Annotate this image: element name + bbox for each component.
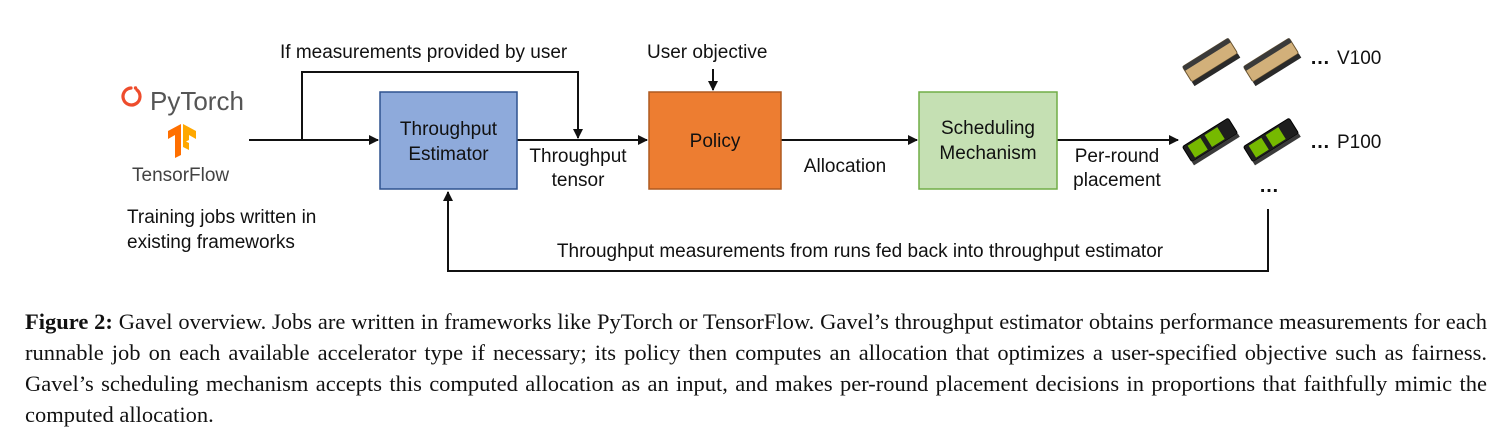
gavel-overview-diagram: PyTorch TensorFlow Training jobs written…	[121, 38, 1381, 272]
scheduling-mechanism-box: Scheduling Mechanism	[918, 91, 1058, 190]
frameworks-description-line2: existing frameworks	[127, 232, 295, 253]
measurements-provided-label: If measurements provided by user	[280, 42, 568, 63]
p100-gpu-icon-2	[1243, 118, 1301, 166]
pytorch-logo: PyTorch	[121, 86, 244, 116]
more-accelerators-ellipsis: …	[1259, 175, 1279, 197]
v100-gpu-icon-1	[1182, 38, 1241, 87]
p100-ellipsis: …	[1310, 131, 1330, 153]
p100-label: P100	[1337, 132, 1381, 153]
throughput-tensor-label-line2: tensor	[552, 170, 605, 191]
pytorch-icon	[121, 86, 142, 107]
throughput-tensor-label-line1: Throughput	[529, 146, 627, 167]
throughput-estimator-box: Throughput Estimator	[379, 91, 518, 190]
pytorch-label: PyTorch	[150, 86, 244, 116]
tensorflow-icon	[168, 124, 196, 158]
v100-ellipsis: …	[1310, 47, 1330, 69]
estimator-label-line2: Estimator	[408, 144, 489, 165]
policy-label: Policy	[690, 131, 741, 152]
arrow-feedback-loop	[443, 191, 1269, 272]
figure-caption: Figure 2: Gavel overview. Jobs are writt…	[25, 306, 1487, 430]
allocation-label: Allocation	[804, 156, 886, 177]
feedback-label: Throughput measurements from runs fed ba…	[557, 241, 1164, 262]
p100-gpu-icon-1	[1182, 118, 1240, 166]
user-objective-label: User objective	[647, 42, 767, 63]
frameworks-description-line1: Training jobs written in	[127, 207, 316, 228]
per-round-label-line1: Per-round	[1075, 146, 1160, 167]
mechanism-label-line2: Mechanism	[939, 143, 1036, 164]
mechanism-label-line1: Scheduling	[941, 118, 1035, 139]
tensorflow-label: TensorFlow	[132, 165, 229, 186]
v100-gpu-icon-2	[1243, 38, 1302, 87]
caption-text: Gavel overview. Jobs are written in fram…	[25, 309, 1487, 427]
tensorflow-logo: TensorFlow	[132, 124, 229, 186]
v100-label: V100	[1337, 48, 1381, 69]
estimator-label-line1: Throughput	[400, 119, 498, 140]
per-round-label-line2: placement	[1073, 170, 1161, 191]
policy-box: Policy	[648, 91, 782, 190]
caption-label: Figure 2:	[25, 309, 113, 334]
arrow-measurements-bypass	[301, 71, 583, 140]
arrows	[249, 69, 1269, 272]
